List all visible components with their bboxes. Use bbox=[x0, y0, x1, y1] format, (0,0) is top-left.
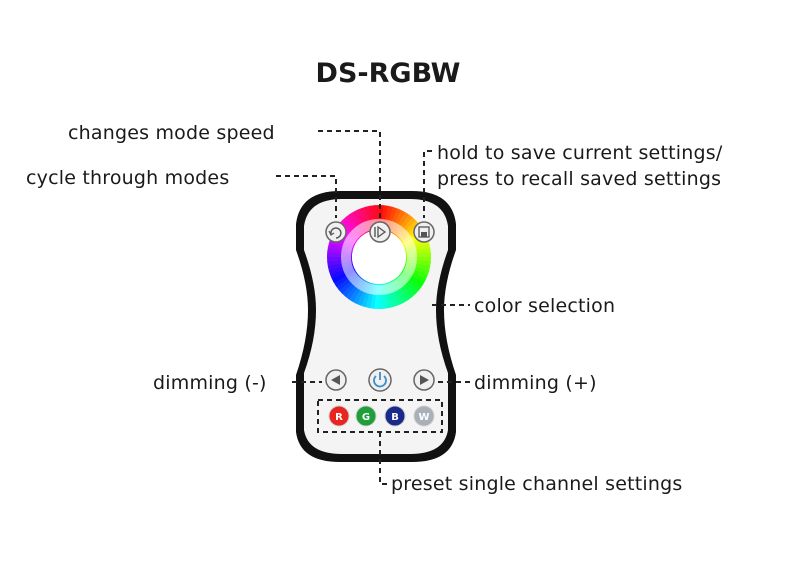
diagram-title: DS-RGBW bbox=[315, 58, 461, 89]
label-dimming-plus: dimming (+) bbox=[474, 372, 597, 394]
channel-button-dot[interactable] bbox=[328, 405, 350, 427]
label-save-line2: press to recall saved settings bbox=[437, 168, 722, 190]
channel-button-dot[interactable] bbox=[384, 405, 406, 427]
speed-button[interactable] bbox=[369, 221, 391, 243]
label-cycle-modes: cycle through modes bbox=[26, 167, 230, 189]
channel-button-dot[interactable] bbox=[355, 405, 377, 427]
channel-button-w[interactable]: W bbox=[413, 405, 435, 427]
dim-plus-button[interactable] bbox=[413, 369, 435, 391]
channel-button-g[interactable]: G bbox=[355, 405, 377, 427]
dim-minus-button[interactable] bbox=[325, 369, 347, 391]
channel-button-label: G bbox=[362, 412, 370, 423]
cycle-icon bbox=[328, 227, 342, 239]
power-icon bbox=[373, 372, 387, 388]
label-mode-speed: changes mode speed bbox=[68, 122, 275, 144]
channel-button-label: W bbox=[418, 412, 429, 423]
power-button[interactable] bbox=[368, 368, 392, 392]
triangle-left-icon bbox=[331, 375, 340, 385]
save-disk-icon bbox=[418, 226, 430, 238]
triangle-right-icon bbox=[420, 375, 429, 385]
channel-button-label: B bbox=[391, 412, 399, 423]
channel-button-dot[interactable] bbox=[413, 405, 435, 427]
channel-button-r[interactable]: R bbox=[328, 405, 350, 427]
channel-button-label: R bbox=[335, 412, 343, 423]
play-speed-icon bbox=[374, 225, 387, 239]
color-wheel-center bbox=[352, 230, 406, 284]
label-dimming-minus: dimming (-) bbox=[153, 372, 267, 394]
channel-button-b[interactable]: B bbox=[384, 405, 406, 427]
leader-lines bbox=[276, 130, 470, 485]
mode-button[interactable] bbox=[325, 221, 347, 243]
label-color-selection: color selection bbox=[474, 295, 616, 317]
label-preset-channels: preset single channel settings bbox=[391, 473, 683, 495]
label-save-line1: hold to save current settings/ bbox=[437, 142, 723, 164]
save-recall-button[interactable] bbox=[413, 221, 435, 243]
